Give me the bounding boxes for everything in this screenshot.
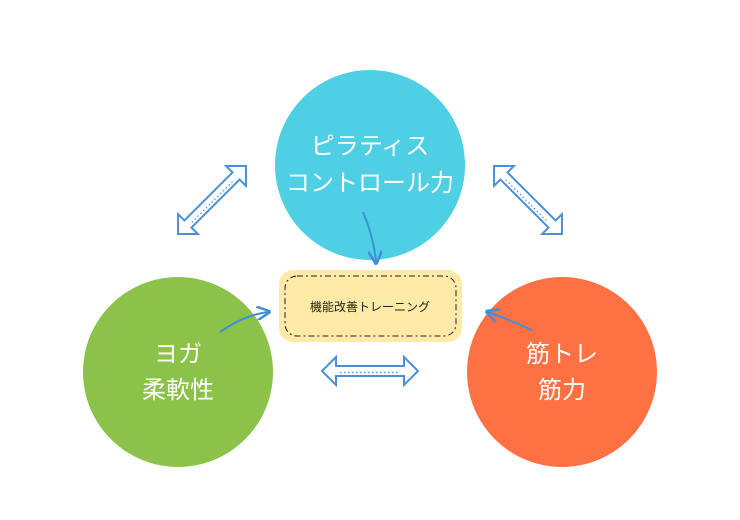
curve-arrow-from-pilates [362,211,376,262]
pilates-circle [275,70,465,260]
yoga-title: ヨガ [154,340,202,368]
center-box: 機能改善トレーニング [279,270,462,342]
strength-circle [467,277,657,467]
yoga-circle [83,277,273,467]
center-label: 機能改善トレーニング [310,299,430,314]
pilates-title: ピラティス [311,132,430,160]
pilates-subtitle: コントロール力 [286,169,454,197]
strength-subtitle: 筋力 [538,376,586,404]
curve-arrow-from-strength [488,312,533,331]
curve-arrow-from-yoga [219,312,268,333]
yoga-subtitle: 柔軟性 [142,376,214,404]
double-arrow-top-left [177,165,247,235]
strength-title: 筋トレ [526,340,598,368]
double-arrow-bottom [320,354,420,388]
double-arrow-top-right [493,165,563,235]
